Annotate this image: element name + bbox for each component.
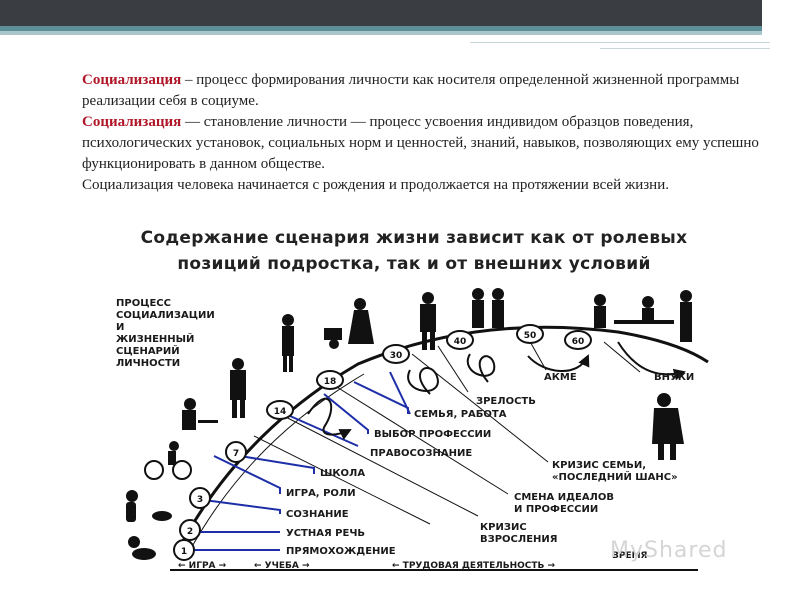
paragraph-3: Социализация человека начинается с рожде… — [82, 175, 772, 196]
stage-profession: ВЫБОР ПРОФЕССИИ — [374, 429, 491, 440]
header-corner — [762, 0, 800, 35]
age-label: 7 — [233, 449, 239, 459]
stage-maturity: ЗРЕЛОСТЬ — [476, 396, 536, 407]
stage-grandchildren: ВНУКИ — [654, 372, 694, 383]
definition-text: Социализация – процесс формирования личн… — [82, 70, 772, 196]
stage-family-crisis-2: «ПОСЛЕДНИЙ ШАНС» — [552, 470, 678, 483]
family-table-figure — [594, 290, 692, 342]
socialization-diagram: ПРОЦЕСС СОЦИАЛИЗАЦИИ И ЖИЗНЕННЫЙ СЦЕНАРИ… — [58, 224, 770, 592]
diagram-caption: ПРОЦЕСС СОЦИАЛИЗАЦИИ И ЖИЗНЕННЫЙ СЦЕНАРИ… — [116, 298, 215, 369]
stage-family: СЕМЬЯ, РАБОТА — [414, 409, 507, 420]
age-label: 2 — [187, 527, 193, 537]
mother-pram-figure — [324, 298, 374, 349]
stage-lines — [192, 372, 410, 550]
age-label: 60 — [572, 337, 585, 347]
age-label: 18 — [324, 377, 337, 387]
timeline-play: ← ИГРА → — [178, 561, 227, 571]
stage-play: ИГРА, РОЛИ — [286, 488, 356, 499]
term-socialization: Социализация — [82, 114, 181, 130]
definition-1-text: – процесс формирования личности как носи… — [82, 72, 739, 109]
definition-2-text: — становление личности — процесс усвоени… — [82, 114, 759, 172]
timeline-labels: ← ИГРА → ← УЧЕБА → ← ТРУДОВАЯ ДЕЯТЕЛЬНОС… — [178, 551, 648, 571]
age-label: 30 — [390, 351, 403, 361]
elder-feeding-birds — [652, 393, 684, 460]
stage-adult-crisis: КРИЗИС — [480, 522, 527, 533]
life-scenario-figure: Содержание сценария жизни зависит как от… — [58, 224, 770, 592]
caption-line: ЖИЗНЕННЫЙ — [116, 332, 194, 345]
caption-line: СОЦИАЛИЗАЦИИ — [116, 310, 215, 321]
age-label: 50 — [524, 331, 537, 341]
youth-figure — [282, 314, 294, 372]
stage-acme: АКМЕ — [544, 372, 577, 383]
stage-legal: ПРАВОСОЗНАНИЕ — [370, 448, 472, 459]
definition-1: Социализация – процесс формирования личн… — [82, 70, 772, 112]
watermark-text: MyShared — [610, 538, 727, 563]
caption-line: СЦЕНАРИЙ — [116, 344, 180, 357]
caption-line: ЛИЧНОСТИ — [116, 358, 180, 369]
decor-line — [600, 48, 770, 49]
stage-ideals: СМЕНА ИДЕАЛОВ — [514, 492, 614, 503]
stage-labels: ПРЯМОХОЖДЕНИЕ УСТНАЯ РЕЧЬ СОЗНАНИЕ ИГРА,… — [286, 372, 694, 557]
baby-figure — [128, 536, 156, 560]
child-with-dog — [126, 490, 172, 522]
caption-line: ПРОЦЕСС — [116, 298, 171, 309]
student-desk-figure — [182, 398, 218, 430]
life-arc — [176, 327, 708, 554]
timeline-work: ← ТРУДОВАЯ ДЕЯТЕЛЬНОСТЬ → — [392, 561, 556, 571]
caption-line: И — [116, 322, 124, 333]
timeline-study: ← УЧЕБА → — [254, 561, 310, 571]
term-socialization: Социализация — [82, 72, 181, 88]
age-label: 1 — [181, 547, 187, 557]
teen-figure — [230, 358, 246, 418]
stage-consciousness: СОЗНАНИЕ — [286, 509, 349, 520]
header-stripe-light — [0, 31, 800, 35]
definition-2: Социализация — становление личности — пр… — [82, 112, 772, 175]
stage-ideals-2: И ПРОФЕССИИ — [514, 504, 598, 515]
stage-adult-crisis-2: ВЗРОСЛЕНИЯ — [480, 534, 557, 545]
stage-school: ШКОЛА — [320, 468, 365, 479]
age-label: 14 — [274, 407, 287, 417]
decor-line — [470, 42, 770, 43]
cyclist-figure — [145, 441, 191, 479]
age-label: 40 — [454, 337, 467, 347]
slide-header-bar — [0, 0, 800, 26]
stage-family-crisis: КРИЗИС СЕМЬИ, — [552, 460, 646, 471]
stage-walking: ПРЯМОХОЖДЕНИЕ — [286, 546, 396, 557]
stage-speech: УСТНАЯ РЕЧЬ — [286, 528, 365, 539]
people-silhouettes — [126, 288, 692, 560]
age-label: 3 — [197, 495, 203, 505]
couple-figure — [472, 288, 504, 328]
